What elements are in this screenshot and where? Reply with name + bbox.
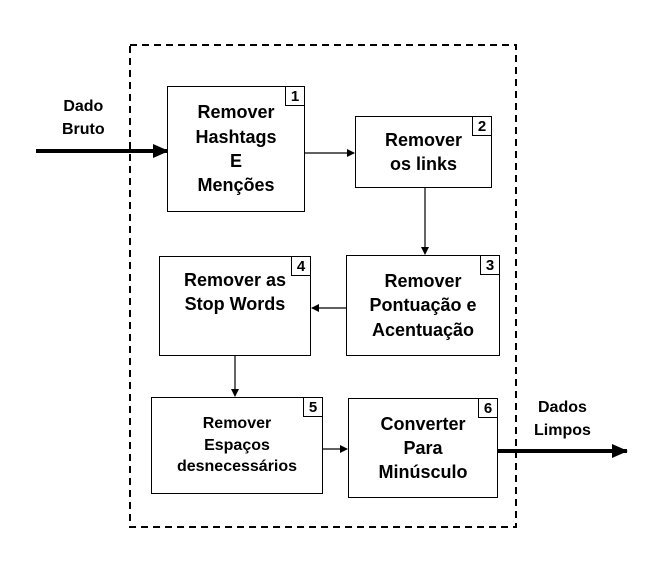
step-convert-lowercase: Converter Para Minúsculo 6 — [348, 398, 498, 498]
step-number-badge: 2 — [472, 116, 492, 136]
output-label: Dados Limpos — [534, 399, 591, 440]
step-label: Converter Para Minúsculo — [378, 413, 468, 483]
step-remove-links: Remover os links 2 — [355, 116, 492, 188]
step-number-badge: 5 — [303, 397, 323, 417]
step-number-badge: 6 — [478, 398, 498, 418]
input-label: Dado Bruto — [62, 98, 105, 139]
step-label: Remover os links — [384, 129, 463, 174]
step-remove-extra-spaces: Remover Espaços desnecessários 5 — [151, 397, 323, 494]
step-number-badge: 1 — [285, 86, 305, 106]
step-remove-hashtags-mentions: Remover Hashtags E Menções 1 — [167, 86, 305, 212]
step-label: Remover Hashtags E Menções — [195, 102, 277, 196]
step-number-badge: 3 — [480, 255, 500, 275]
step-remove-punctuation-accents: Remover Pontuação e Acentuação 3 — [346, 255, 500, 356]
step-remove-stop-words: Remover as Stop Words 4 — [159, 256, 311, 356]
step-label: Remover Espaços desnecessários — [176, 415, 298, 476]
step-label: Remover Pontuação e Acentuação — [369, 271, 477, 340]
process-boundary — [129, 44, 517, 528]
step-label: Remover as Stop Words — [183, 269, 287, 314]
step-number-badge: 4 — [291, 256, 311, 276]
